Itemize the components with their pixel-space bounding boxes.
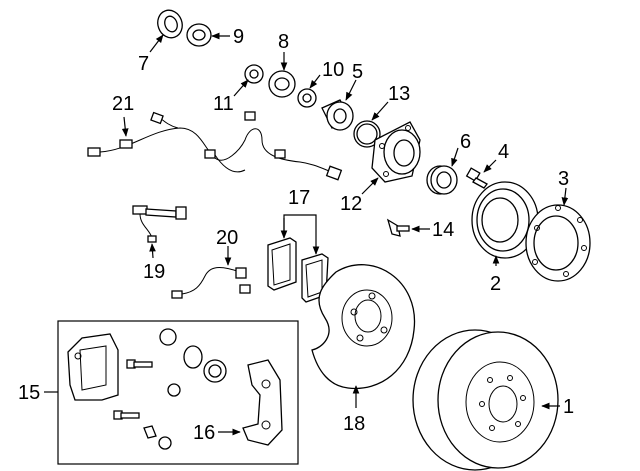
callout-19: 19: [143, 261, 165, 283]
part-11-nut[interactable]: [244, 64, 264, 84]
part-13-o-ring[interactable]: [353, 120, 381, 148]
part-10-spacer[interactable]: [297, 88, 317, 108]
callout-15: 15: [18, 382, 40, 404]
part-14-bolt[interactable]: [386, 218, 410, 237]
part-20-brake-line[interactable]: [171, 267, 251, 299]
callout-2: 2: [490, 273, 501, 295]
part-21-abs-sensor[interactable]: [87, 111, 343, 181]
callout-12: 12: [340, 193, 362, 215]
callout-14: 14: [432, 219, 454, 241]
callout-9: 9: [233, 26, 244, 48]
part-2-ring[interactable]: [471, 181, 539, 259]
callout-labels: 7 9 8 10 5 11 13 21 6 4 3 12 17 14 20 19…: [18, 26, 574, 444]
part-17-brake-pads[interactable]: [267, 237, 329, 303]
callout-11: 11: [213, 93, 234, 115]
part-19-brake-hose[interactable]: [132, 205, 187, 243]
part-6-seal[interactable]: [426, 165, 458, 195]
callout-13: 13: [388, 83, 410, 105]
part-12-hub[interactable]: [371, 121, 421, 183]
callout-5: 5: [352, 61, 363, 83]
callout-8: 8: [278, 31, 289, 53]
part-9-bearing[interactable]: [186, 23, 212, 47]
callout-18: 18: [343, 413, 365, 435]
callout-3: 3: [558, 168, 569, 190]
part-15-caliper-kit[interactable]: [67, 328, 283, 450]
part-18-backing-plate[interactable]: [311, 264, 416, 390]
callout-6: 6: [460, 131, 471, 153]
leader-lines: [44, 32, 569, 436]
part-4-bolt[interactable]: [465, 167, 488, 189]
callout-10: 10: [322, 59, 344, 81]
callout-17: 17: [288, 187, 310, 209]
callout-20: 20: [216, 227, 238, 249]
part-5-bearing[interactable]: [321, 99, 354, 131]
part-1-rotor[interactable]: [412, 329, 559, 471]
callout-1: 1: [563, 396, 574, 418]
callout-21: 21: [112, 93, 134, 115]
callout-7: 7: [138, 53, 149, 75]
part-8-bearing[interactable]: [268, 70, 296, 98]
callout-4: 4: [498, 141, 509, 163]
part-7-seal[interactable]: [154, 7, 186, 42]
callout-16: 16: [193, 422, 215, 444]
part-3-ring[interactable]: [525, 204, 591, 282]
